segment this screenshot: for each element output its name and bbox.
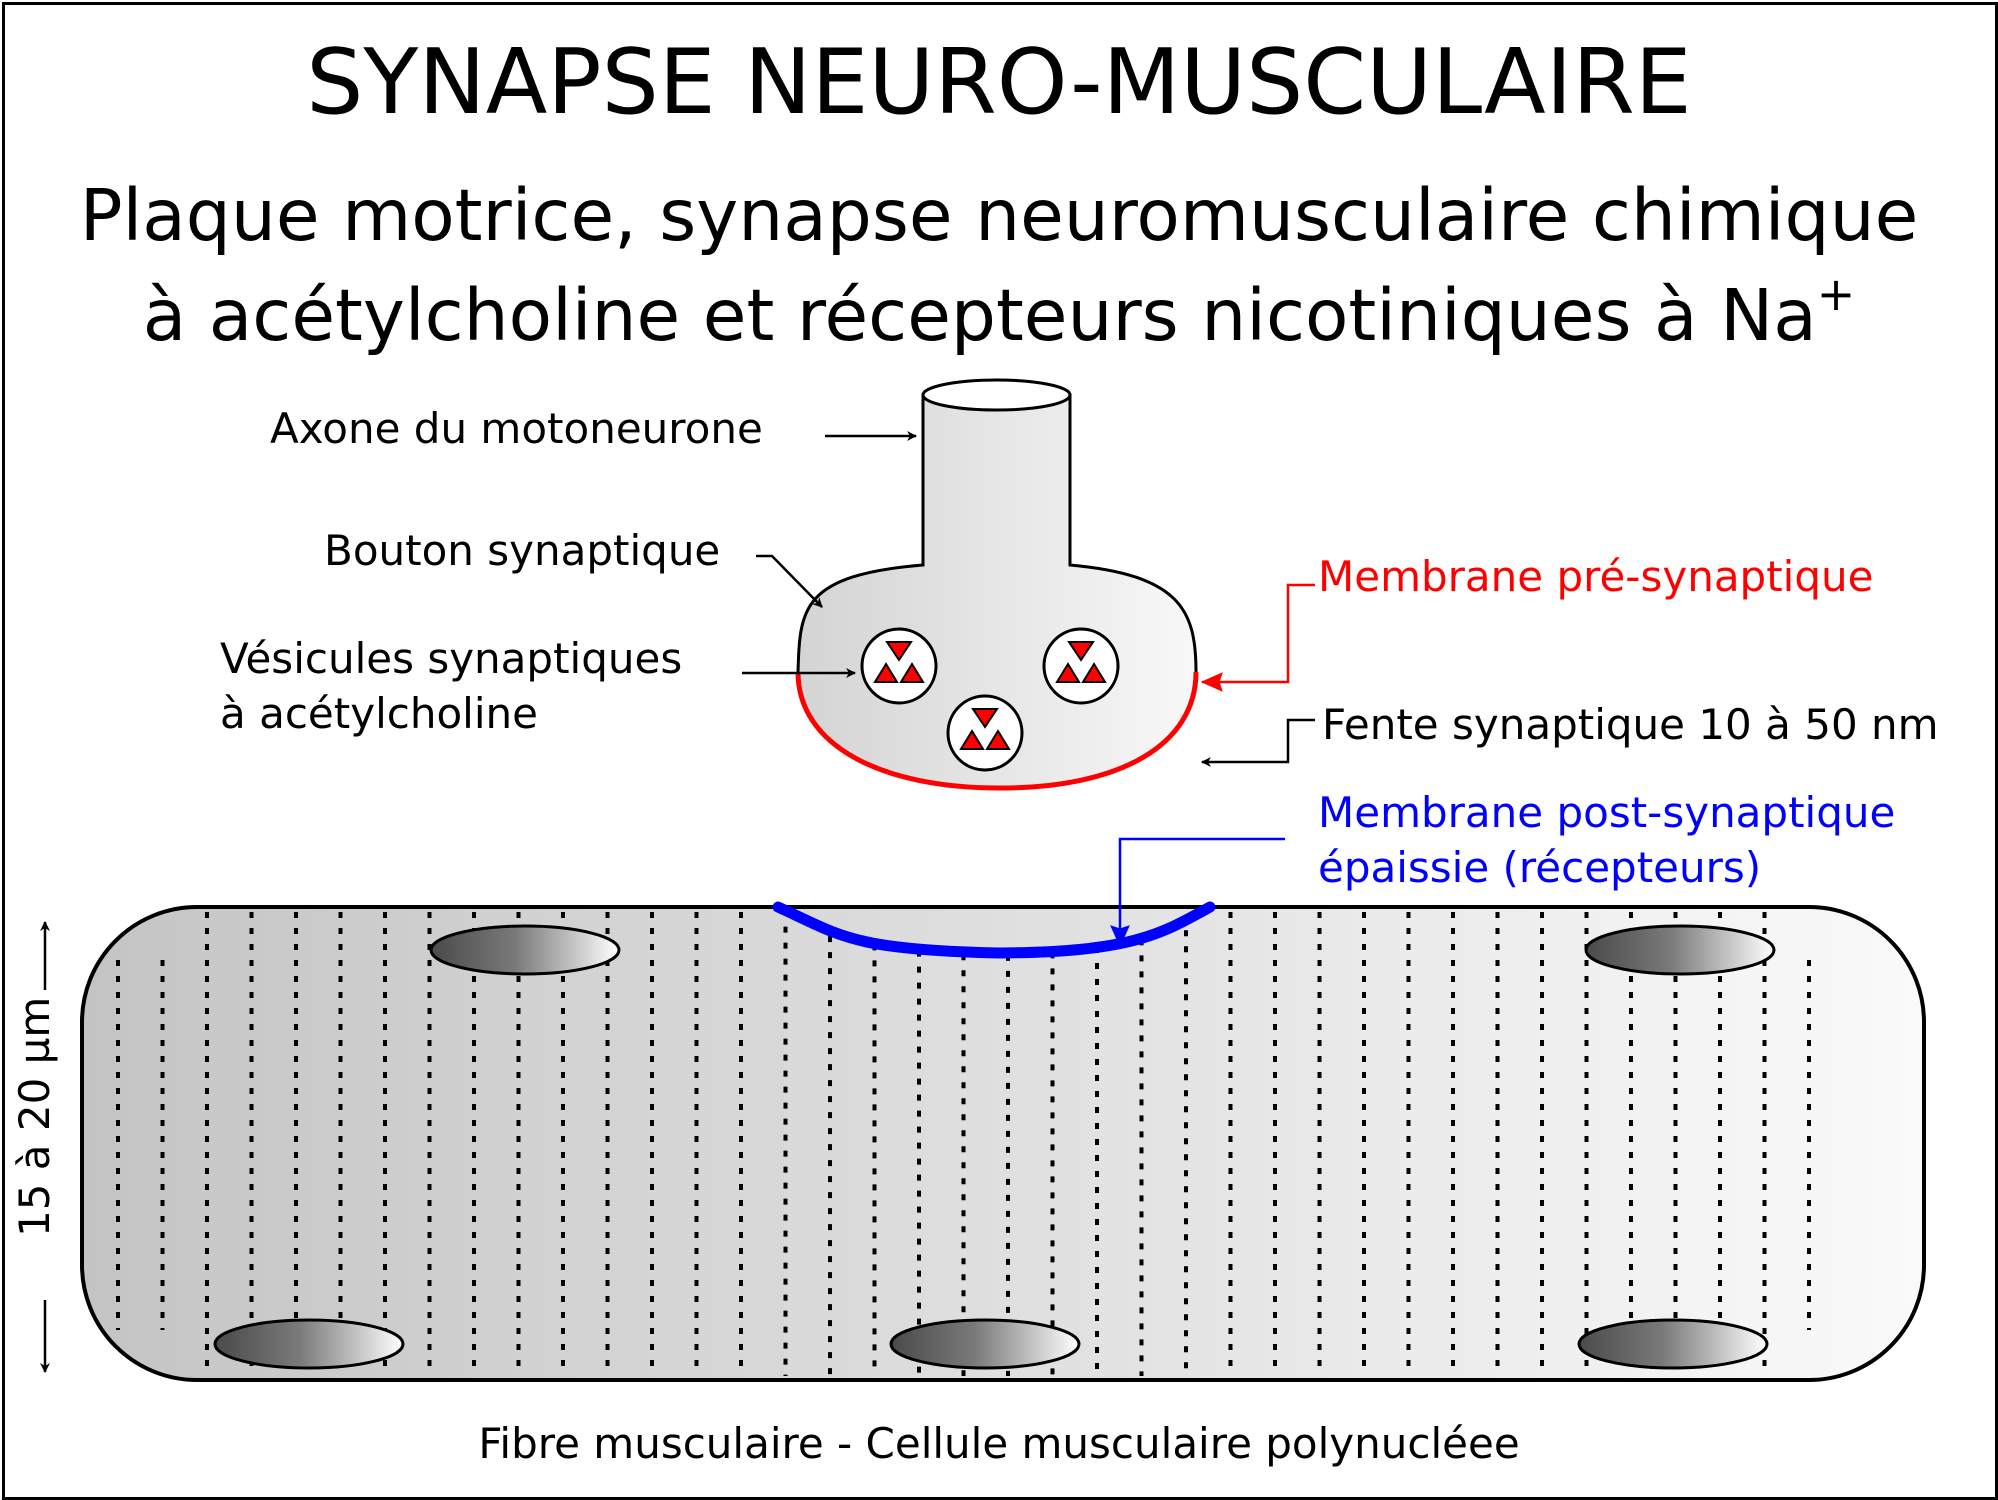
nucleus-1 xyxy=(429,924,621,976)
label-fente: Fente synaptique 10 à 50 nm xyxy=(1322,700,1939,749)
synaptic-vesicles xyxy=(860,627,1120,772)
arrow-fente xyxy=(1201,718,1315,767)
label-bouton: Bouton synaptique xyxy=(324,526,721,575)
page-title: SYNAPSE NEURO-MUSCULAIRE xyxy=(306,30,1692,135)
vesicle-icon xyxy=(860,627,938,705)
subtitle-line-2: à acétylcholine et récepteurs nicotiniqu… xyxy=(0,271,1998,351)
label-vesicules-line-2: à acétylcholine xyxy=(220,689,538,738)
label-axone: Axone du motoneurone xyxy=(270,404,763,453)
striations xyxy=(116,912,1811,1376)
label-membrane-post-line-2: épaissie (récepteurs) xyxy=(1318,843,1762,892)
nucleus-5 xyxy=(1577,1318,1769,1370)
muscle-fibre-body xyxy=(80,905,1926,1382)
nucleus-4 xyxy=(889,1318,1081,1370)
label-scale: 15 à 20 µm xyxy=(10,996,59,1237)
label-vesicules-line-1: Vésicules synaptiques xyxy=(220,634,683,683)
pre-synaptic-membrane xyxy=(795,671,1199,791)
arrowhead-membrane-pre xyxy=(1200,672,1223,692)
subtitle-line-2-text: à acétylcholine et récepteurs nicotiniqu… xyxy=(142,274,1817,357)
nuclei xyxy=(213,924,1776,1370)
arrowhead-membrane-post xyxy=(1110,925,1130,948)
subtitle-superscript: + xyxy=(1816,267,1856,321)
label-fibre: Fibre musculaire - Cellule musculaire po… xyxy=(478,1419,1520,1468)
nucleus-2 xyxy=(1584,924,1776,976)
muscle-fibre xyxy=(80,901,1926,1382)
subtitle-line-1: Plaque motrice, synapse neuromusculaire … xyxy=(79,174,1919,257)
vesicle-icon xyxy=(1042,627,1120,705)
label-membrane-pre: Membrane pré-synaptique xyxy=(1318,552,1874,601)
arrow-membrane-pre xyxy=(1202,583,1315,684)
arrow-membrane-post xyxy=(1118,837,1285,946)
annotation-arrows xyxy=(742,431,1315,948)
post-synaptic-membrane xyxy=(772,901,1216,959)
nucleus-3 xyxy=(213,1318,405,1370)
motor-neuron-terminal xyxy=(795,378,1199,791)
arrow-bouton xyxy=(756,554,823,608)
vesicle-icon xyxy=(946,694,1024,772)
label-membrane-post-line-1: Membrane post-synaptique xyxy=(1318,788,1896,837)
axon-top xyxy=(921,378,1072,412)
